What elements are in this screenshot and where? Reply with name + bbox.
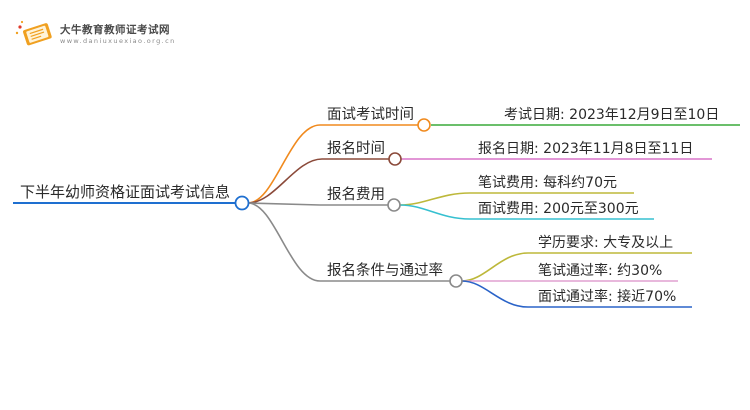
leaf-label: 笔试通过率: 约30% (538, 262, 662, 279)
branch-connector (247, 124, 321, 204)
branch-label: 面试考试时间 (327, 106, 414, 123)
branch-connector (247, 158, 323, 204)
leaf-connector (399, 204, 471, 220)
branch-node[interactable] (449, 274, 463, 288)
leaf-label: 报名日期: 2023年11月8日至11日 (478, 141, 693, 157)
branch-label: 报名时间 (327, 140, 385, 157)
branch-label: 报名费用 (327, 186, 385, 203)
branch-connector (247, 202, 321, 206)
root-node[interactable] (234, 195, 250, 211)
leaf-connector (399, 192, 471, 206)
leaf-label: 面试费用: 200元至300元 (478, 201, 639, 217)
branch-node[interactable] (387, 198, 401, 212)
branch-label: 报名条件与通过率 (327, 262, 443, 279)
leaf-connector (461, 280, 529, 308)
leaf-label: 学历要求: 大专及以上 (538, 235, 673, 251)
leaf-label: 面试通过率: 接近70% (538, 288, 676, 305)
leaf-label: 笔试费用: 每科约70元 (478, 175, 617, 191)
book-icon (15, 20, 52, 46)
leaf-connector (461, 252, 529, 282)
brand-logo (14, 18, 214, 48)
branch-node[interactable] (417, 118, 431, 132)
leaf-label: 考试日期: 2023年12月9日至10日 (504, 107, 719, 123)
root-label: 下半年幼师资格证面试考试信息 (20, 183, 230, 201)
branch-node[interactable] (388, 152, 402, 166)
brand-name: 大牛教育教师证考试网 (60, 24, 170, 36)
branch-connector (247, 202, 321, 282)
brand-url: www.daniuxuexiao.org.cn (60, 37, 176, 45)
